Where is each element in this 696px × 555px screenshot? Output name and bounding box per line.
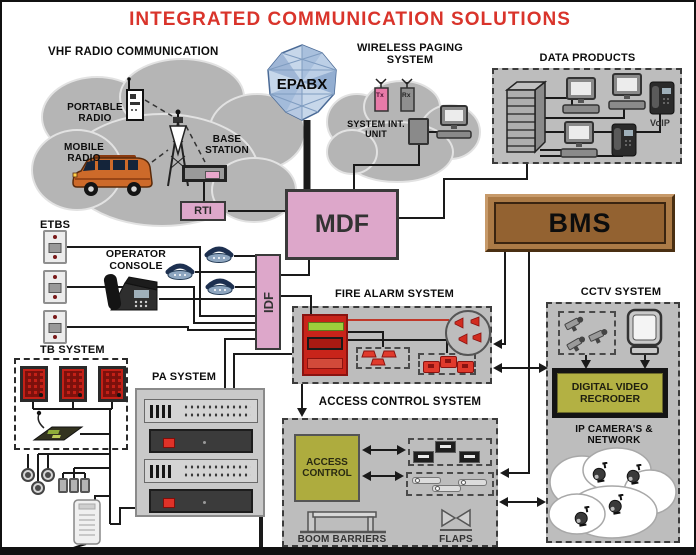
ceiling-speaker-icon <box>58 478 68 493</box>
system-int-unit-label: SYSTEM INT. UNIT <box>347 119 405 140</box>
tb-panel <box>20 366 48 402</box>
rx-antenna-icon <box>400 78 415 112</box>
tx-antenna-icon <box>374 78 389 112</box>
computer-icon <box>562 77 600 114</box>
pa-amplifier-unit <box>149 429 253 453</box>
horn-speaker-icon <box>41 468 55 482</box>
base-station-unit <box>182 165 227 182</box>
sensor-bar-icon <box>432 485 461 492</box>
server-rack-icon <box>504 80 548 154</box>
reader-group <box>408 438 492 466</box>
sensor-bar-icon <box>458 479 487 486</box>
desk-phone-icon <box>103 274 158 311</box>
phone-icon <box>165 263 195 280</box>
etbs-label: ETBS <box>40 219 71 231</box>
tb-panel <box>98 366 126 402</box>
walkie-talkie-icon <box>126 77 144 121</box>
system-int-unit-box <box>408 118 429 145</box>
operator-console-label: OPERATOR CONSOLE <box>105 248 167 272</box>
page-title: INTEGRATED COMMUNICATION SOLUTIONS <box>129 9 571 30</box>
portable-radio-label: PORTABLE RADIO <box>67 102 123 125</box>
bottom-border-bar <box>2 547 694 553</box>
sensor-bar-icon <box>412 477 441 484</box>
mobile-radio-label: MOBILE RADIO <box>63 142 105 165</box>
card-reader-icon <box>413 451 434 463</box>
access-control-box: ACCESS CONTROL <box>294 434 360 502</box>
voip-phone-icon <box>649 81 675 115</box>
ceiling-speaker-icon <box>69 478 79 493</box>
call-point-icon <box>457 361 474 373</box>
tx-label: Tx <box>376 92 384 99</box>
reader-group <box>406 472 494 496</box>
flaps-label: FLAPS <box>439 534 473 545</box>
base-station-label: BASE STATION <box>205 134 249 157</box>
horn-speaker-icon <box>31 481 45 495</box>
epabx-gem: EPABX <box>267 44 337 121</box>
computer-icon <box>608 73 646 110</box>
etbs-jack <box>43 270 67 304</box>
fire-panel <box>302 314 348 376</box>
dvr-label: DIGITAL VIDEO RECRODER <box>571 381 649 405</box>
pa-mixer-unit <box>144 459 258 483</box>
rti-box: RTI <box>180 201 226 221</box>
ip-camera-icon <box>592 462 608 483</box>
fire-alarm-title: FIRE ALARM SYSTEM <box>334 288 455 300</box>
idf-box: IDF <box>255 254 281 350</box>
mdf-label: MDF <box>314 210 370 238</box>
cctv-title: CCTV SYSTEM <box>580 286 662 298</box>
etbs-jack <box>43 230 67 264</box>
phone-icon <box>205 278 235 295</box>
boom-barrier-icon <box>300 511 386 534</box>
ceiling-speaker-icon <box>80 478 90 493</box>
bms-label: BMS <box>548 207 612 238</box>
tb-title: TB SYSTEM <box>40 344 105 356</box>
mic-console-icon <box>32 410 84 441</box>
pa-amplifier-unit <box>149 489 253 513</box>
ip-camera-icon <box>608 494 624 515</box>
flaps-icon <box>440 508 472 531</box>
monitor-icon <box>626 308 663 355</box>
mdf-box: MDF <box>285 189 399 260</box>
access-control-label: ACCESS CONTROL <box>302 457 352 479</box>
call-point-icon <box>423 361 440 373</box>
sounder-circle <box>445 310 491 356</box>
pa-mixer-unit <box>144 399 258 423</box>
ip-camera-icon <box>626 464 642 485</box>
tb-panel <box>59 366 87 402</box>
card-reader-icon <box>435 441 456 453</box>
epabx-label: EPABX <box>277 76 328 93</box>
vhf-title: VHF RADIO COMMUNICATION <box>48 46 219 58</box>
voip-phone-icon <box>611 123 637 157</box>
rx-label: Rx <box>402 92 411 99</box>
call-point-group <box>418 353 476 375</box>
smoke-detector-icons <box>361 350 397 366</box>
rti-label: RTI <box>194 205 212 217</box>
boom-barriers-label: BOOM BARRIERS <box>297 534 387 545</box>
access-control-title: ACCESS CONTROL SYSTEM <box>318 396 482 408</box>
bms-box: BMS <box>485 194 675 252</box>
van-icon <box>72 155 153 196</box>
dvr-box: DIGITAL VIDEO RECRODER <box>552 368 668 418</box>
camera-group <box>558 311 616 355</box>
pa-rack <box>135 388 265 517</box>
idf-label: IDF <box>260 291 276 313</box>
paging-title: WIRELESS PAGING SYSTEM <box>356 42 464 67</box>
phone-icon <box>204 246 234 263</box>
computer-icon <box>560 121 598 158</box>
cctv-camera-icons <box>564 316 608 352</box>
smoke-detector-group <box>356 347 410 369</box>
ip-camera-icon <box>574 506 590 527</box>
etbs-jack <box>43 310 67 344</box>
voip-label: VoIP <box>650 118 671 128</box>
pa-title: PA SYSTEM <box>152 371 217 383</box>
horn-speaker-icon <box>21 468 35 482</box>
call-point-icon <box>440 356 457 368</box>
data-products-title: DATA PRODUCTS <box>539 52 636 64</box>
ip-cameras-label: IP CAMERA'S & NETWORK <box>575 424 653 447</box>
paging-computer-icon <box>436 105 472 139</box>
tb-system-box <box>14 358 128 450</box>
card-reader-icon <box>459 451 480 463</box>
